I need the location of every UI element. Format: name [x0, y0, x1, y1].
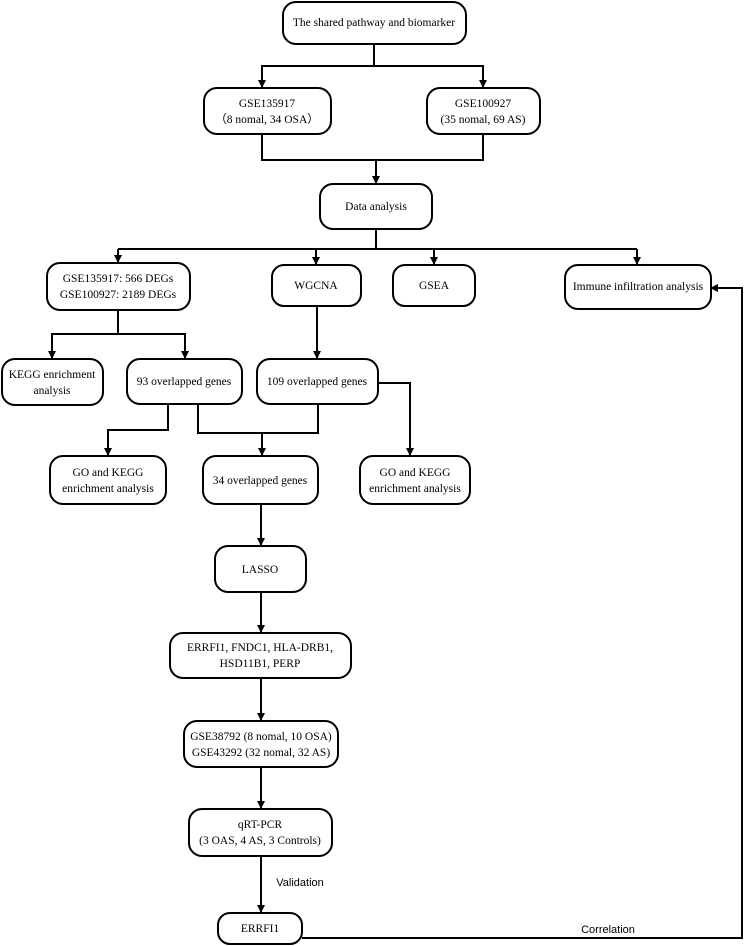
node-immune: Immune infiltration analysis	[564, 264, 712, 310]
svg-text:GSE135917: GSE135917	[239, 98, 295, 110]
node-gse100927-line-1: GSE100927	[455, 98, 511, 110]
edge-root-split-right	[374, 65, 487, 88]
node-overlap-109: 109 overlapped genes	[256, 358, 379, 405]
node-go-kegg-right-line-2: enrichment analysis	[369, 483, 461, 495]
edge-109-to-34	[262, 404, 319, 434]
svg-text:GSE43292 (32 nomal, 32 AS): GSE43292 (32 nomal, 32 AS)	[192, 747, 330, 759]
node-kegg: KEGG enrichment analysis	[1, 358, 104, 406]
node-gsea-line-1: GSEA	[419, 280, 450, 292]
node-validation-sets-line-1: GSE38792 (8 nomal, 10 OSA)	[190, 731, 332, 743]
node-degs-line-2: GSE100927: 2189 DEGs	[60, 289, 177, 301]
node-errfi1: ERRFI1	[217, 912, 303, 945]
node-go-kegg-right-line-1: GO and KEGG	[380, 467, 451, 479]
node-lasso: LASSO	[214, 545, 307, 593]
node-kegg-line-1: KEGG enrichment	[9, 369, 96, 381]
svg-text:ERRFI1, FNDC1, HLA-DRB1,: ERRFI1, FNDC1, HLA-DRB1,	[187, 642, 333, 654]
node-go-kegg-left-line-2: enrichment analysis	[62, 483, 154, 495]
svg-text:Data analysis: Data analysis	[345, 201, 407, 213]
node-data-analysis-line-1: Data analysis	[345, 201, 407, 213]
svg-text:KEGG enrichment: KEGG enrichment	[9, 369, 96, 381]
edge-root-split	[258, 44, 375, 88]
node-gsea: GSEA	[392, 264, 476, 307]
node-gse135917-line-1: GSE135917	[239, 98, 295, 110]
svg-text:ERRFI1: ERRFI1	[241, 923, 280, 935]
svg-text:34 overlapped genes: 34 overlapped genes	[213, 475, 308, 487]
node-qrtpcr-line-1: qRT-PCR	[238, 819, 283, 831]
svg-text:qRT-PCR: qRT-PCR	[238, 819, 283, 831]
node-kegg-line-2: analysis	[33, 385, 71, 397]
node-wgcna: WGCNA	[271, 264, 362, 307]
node-overlap-34: 34 overlapped genes	[202, 455, 319, 505]
svg-text:GSE100927: 2189 DEGs: GSE100927: 2189 DEGs	[60, 289, 177, 301]
edges	[48, 44, 743, 939]
svg-text:GSEA: GSEA	[419, 280, 450, 292]
svg-text:WGCNA: WGCNA	[294, 280, 338, 292]
edge-label-validation: Validation	[276, 877, 324, 889]
edge-correlation-loop	[302, 284, 743, 939]
node-overlap-34-line-1: 34 overlapped genes	[213, 475, 308, 487]
svg-text:LASSO: LASSO	[242, 564, 278, 576]
node-overlap-109-line-1: 109 overlapped genes	[267, 376, 368, 388]
node-lasso-line-1: LASSO	[242, 564, 278, 576]
node-degs-line-1: GSE135917: 566 DEGs	[63, 273, 174, 285]
node-gse135917: GSE135917 （8 nomal, 34 OSA）	[203, 87, 332, 135]
svg-text:(3 OAS, 4 AS, 3 Controls): (3 OAS, 4 AS, 3 Controls)	[199, 835, 321, 847]
node-data-analysis: Data analysis	[319, 183, 433, 230]
node-go-kegg-left: GO and KEGG enrichment analysis	[49, 455, 167, 505]
svg-text:enrichment analysis: enrichment analysis	[369, 483, 461, 495]
node-errfi1-line-1: ERRFI1	[241, 923, 280, 935]
node-gse100927-line-2: (35 nomal, 69 AS)	[441, 114, 526, 126]
svg-text:The shared pathway and biomark: The shared pathway and biomarker	[293, 17, 455, 29]
node-gse100927: GSE100927 (35 nomal, 69 AS)	[426, 87, 541, 135]
node-validation-sets: GSE38792 (8 nomal, 10 OSA) GSE43292 (32 …	[183, 720, 339, 768]
svg-text:109 overlapped genes: 109 overlapped genes	[267, 376, 368, 388]
node-root-line-1: The shared pathway and biomarker	[293, 17, 455, 29]
node-overlap-93-line-1: 93 overlapped genes	[137, 376, 232, 388]
edge-93-to-34	[197, 404, 266, 456]
node-go-kegg-left-line-1: GO and KEGG	[73, 467, 144, 479]
svg-text:GO and KEGG: GO and KEGG	[380, 467, 451, 479]
svg-text:GSE38792 (8 nomal, 10 OSA): GSE38792 (8 nomal, 10 OSA)	[190, 731, 332, 743]
svg-text:analysis: analysis	[33, 385, 71, 397]
svg-text:GO and KEGG: GO and KEGG	[73, 467, 144, 479]
edge-label-correlation: Correlation	[581, 924, 635, 936]
svg-text:(35 nomal, 69 AS): (35 nomal, 69 AS)	[441, 114, 526, 126]
edge-degs-to-93	[118, 333, 189, 359]
node-root: The shared pathway and biomarker	[282, 1, 467, 45]
node-hub-genes-line-2: HSD11B1, PERP	[220, 658, 301, 670]
node-immune-line-1: Immune infiltration analysis	[573, 281, 704, 293]
edge-93-to-go-left	[104, 404, 169, 456]
svg-text:HSD11B1, PERP: HSD11B1, PERP	[220, 658, 301, 670]
svg-text:Immune infiltration analysis: Immune infiltration analysis	[573, 281, 704, 293]
node-gse135917-line-2: （8 nomal, 34 OSA）	[215, 113, 319, 126]
node-overlap-93: 93 overlapped genes	[126, 358, 243, 405]
svg-text:GSE100927: GSE100927	[455, 98, 511, 110]
node-validation-sets-line-2: GSE43292 (32 nomal, 32 AS)	[192, 747, 330, 759]
edge-degs-split	[48, 310, 119, 359]
node-qrtpcr-line-2: (3 OAS, 4 AS, 3 Controls)	[199, 835, 321, 847]
svg-text:93 overlapped genes: 93 overlapped genes	[137, 376, 232, 388]
node-hub-genes-line-1: ERRFI1, FNDC1, HLA-DRB1,	[187, 642, 333, 654]
svg-text:enrichment analysis: enrichment analysis	[62, 483, 154, 495]
node-hub-genes: ERRFI1, FNDC1, HLA-DRB1, HSD11B1, PERP	[169, 632, 352, 679]
node-degs: GSE135917: 566 DEGs GSE100927: 2189 DEGs	[46, 262, 191, 311]
edge-109-to-go-right	[378, 382, 414, 456]
node-qrtpcr: qRT-PCR (3 OAS, 4 AS, 3 Controls)	[188, 808, 333, 857]
svg-text:GSE135917: 566 DEGs: GSE135917: 566 DEGs	[63, 273, 174, 285]
svg-text:（8 nomal, 34 OSA）: （8 nomal, 34 OSA）	[215, 113, 319, 126]
edge-merge-left	[261, 134, 484, 161]
node-go-kegg-right: GO and KEGG enrichment analysis	[359, 455, 471, 505]
node-wgcna-line-1: WGCNA	[294, 280, 338, 292]
